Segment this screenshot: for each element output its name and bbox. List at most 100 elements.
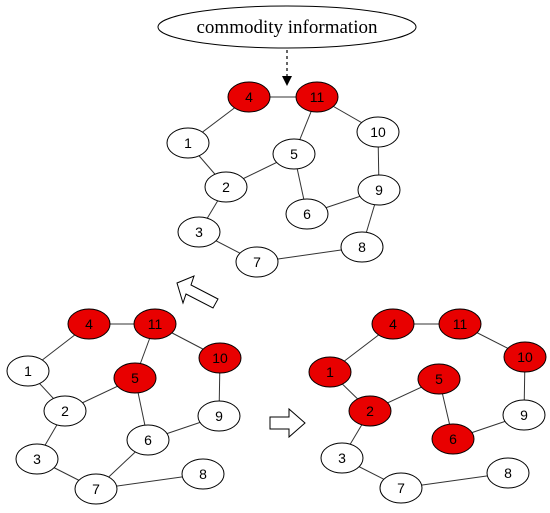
node-circle-7 bbox=[379, 472, 423, 504]
node-circle-11 bbox=[438, 308, 482, 340]
node-circle-6 bbox=[431, 423, 475, 455]
node-5: 5 bbox=[417, 363, 461, 395]
node-circle-3 bbox=[177, 216, 221, 248]
node-7: 7 bbox=[235, 246, 279, 278]
node-circle-6 bbox=[285, 198, 329, 230]
node-circle-7 bbox=[235, 246, 279, 278]
node-label-9: 9 bbox=[520, 407, 528, 423]
node-circle-1 bbox=[6, 355, 50, 387]
node-3: 3 bbox=[15, 443, 59, 475]
node-circle-8 bbox=[486, 457, 530, 489]
node-label-8: 8 bbox=[199, 466, 207, 482]
graph-top: 1 2 3 4 5 6 7 8 9 10 11 bbox=[166, 81, 401, 278]
node-label-3: 3 bbox=[195, 224, 203, 240]
node-circle-4 bbox=[227, 81, 271, 113]
node-10: 10 bbox=[198, 342, 242, 374]
node-3: 3 bbox=[177, 216, 221, 248]
node-label-9: 9 bbox=[215, 408, 223, 424]
node-label-11: 11 bbox=[148, 316, 163, 332]
node-label-7: 7 bbox=[397, 480, 405, 496]
node-circle-10 bbox=[356, 116, 400, 148]
node-circle-9 bbox=[197, 400, 241, 432]
node-6: 6 bbox=[126, 424, 170, 456]
node-circle-8 bbox=[181, 458, 225, 490]
node-circle-3 bbox=[320, 442, 364, 474]
node-label-8: 8 bbox=[358, 239, 366, 255]
node-label-10: 10 bbox=[370, 124, 386, 140]
node-label-4: 4 bbox=[85, 316, 93, 332]
node-label-8: 8 bbox=[504, 465, 512, 481]
node-label-5: 5 bbox=[290, 146, 298, 162]
node-8: 8 bbox=[340, 231, 384, 263]
node-label-3: 3 bbox=[338, 450, 346, 466]
node-8: 8 bbox=[486, 457, 530, 489]
node-circle-9 bbox=[357, 174, 401, 206]
node-label-6: 6 bbox=[303, 206, 311, 222]
dashed-arrow bbox=[282, 50, 292, 86]
node-9: 9 bbox=[502, 399, 546, 431]
node-2: 2 bbox=[348, 395, 392, 427]
node-7: 7 bbox=[74, 473, 118, 505]
node-3: 3 bbox=[320, 442, 364, 474]
transition-arrow-down-left bbox=[176, 275, 219, 309]
node-9: 9 bbox=[197, 400, 241, 432]
node-label-11: 11 bbox=[453, 316, 468, 332]
node-circle-11 bbox=[295, 81, 339, 113]
node-label-11: 11 bbox=[310, 89, 325, 105]
node-circle-6 bbox=[126, 424, 170, 456]
node-5: 5 bbox=[272, 138, 316, 170]
title-ellipse bbox=[157, 5, 417, 49]
node-circle-5 bbox=[417, 363, 461, 395]
node-circle-3 bbox=[15, 443, 59, 475]
node-5: 5 bbox=[113, 362, 157, 394]
node-8: 8 bbox=[181, 458, 225, 490]
node-6: 6 bbox=[285, 198, 329, 230]
node-circle-11 bbox=[133, 308, 177, 340]
node-label-9: 9 bbox=[375, 182, 383, 198]
node-11: 11 bbox=[133, 308, 177, 340]
title-text: commodity information bbox=[196, 17, 378, 38]
node-circle-4 bbox=[371, 308, 415, 340]
node-label-6: 6 bbox=[144, 432, 152, 448]
node-circle-5 bbox=[272, 138, 316, 170]
node-circle-7 bbox=[74, 473, 118, 505]
node-label-4: 4 bbox=[389, 316, 397, 332]
node-1: 1 bbox=[166, 127, 210, 159]
node-label-10: 10 bbox=[517, 349, 533, 365]
node-2: 2 bbox=[204, 171, 248, 203]
node-circle-2 bbox=[204, 171, 248, 203]
node-label-6: 6 bbox=[449, 431, 457, 447]
node-10: 10 bbox=[356, 116, 400, 148]
node-circle-1 bbox=[166, 127, 210, 159]
node-4: 4 bbox=[67, 308, 111, 340]
node-label-1: 1 bbox=[24, 363, 32, 379]
node-1: 1 bbox=[308, 356, 352, 388]
node-7: 7 bbox=[379, 472, 423, 504]
node-4: 4 bbox=[371, 308, 415, 340]
node-label-5: 5 bbox=[435, 371, 443, 387]
node-11: 11 bbox=[295, 81, 339, 113]
node-4: 4 bbox=[227, 81, 271, 113]
node-label-1: 1 bbox=[326, 364, 334, 380]
node-label-10: 10 bbox=[212, 350, 228, 366]
node-6: 6 bbox=[431, 423, 475, 455]
graph-bottom-left: 1 2 3 4 5 6 7 8 9 10 11 bbox=[6, 308, 242, 505]
node-label-2: 2 bbox=[222, 179, 230, 195]
node-circle-1 bbox=[308, 356, 352, 388]
node-label-2: 2 bbox=[61, 403, 69, 419]
node-9: 9 bbox=[357, 174, 401, 206]
transition-arrow-right bbox=[269, 407, 306, 439]
node-circle-5 bbox=[113, 362, 157, 394]
node-1: 1 bbox=[6, 355, 50, 387]
graph-bottom-right: 1 2 3 4 5 6 7 8 9 10 11 bbox=[308, 308, 547, 504]
node-circle-2 bbox=[43, 395, 87, 427]
node-label-1: 1 bbox=[184, 135, 192, 151]
node-circle-10 bbox=[503, 341, 547, 373]
node-label-2: 2 bbox=[366, 403, 374, 419]
node-11: 11 bbox=[438, 308, 482, 340]
node-2: 2 bbox=[43, 395, 87, 427]
node-circle-4 bbox=[67, 308, 111, 340]
node-circle-10 bbox=[198, 342, 242, 374]
title-callout: commodity information bbox=[157, 5, 417, 49]
